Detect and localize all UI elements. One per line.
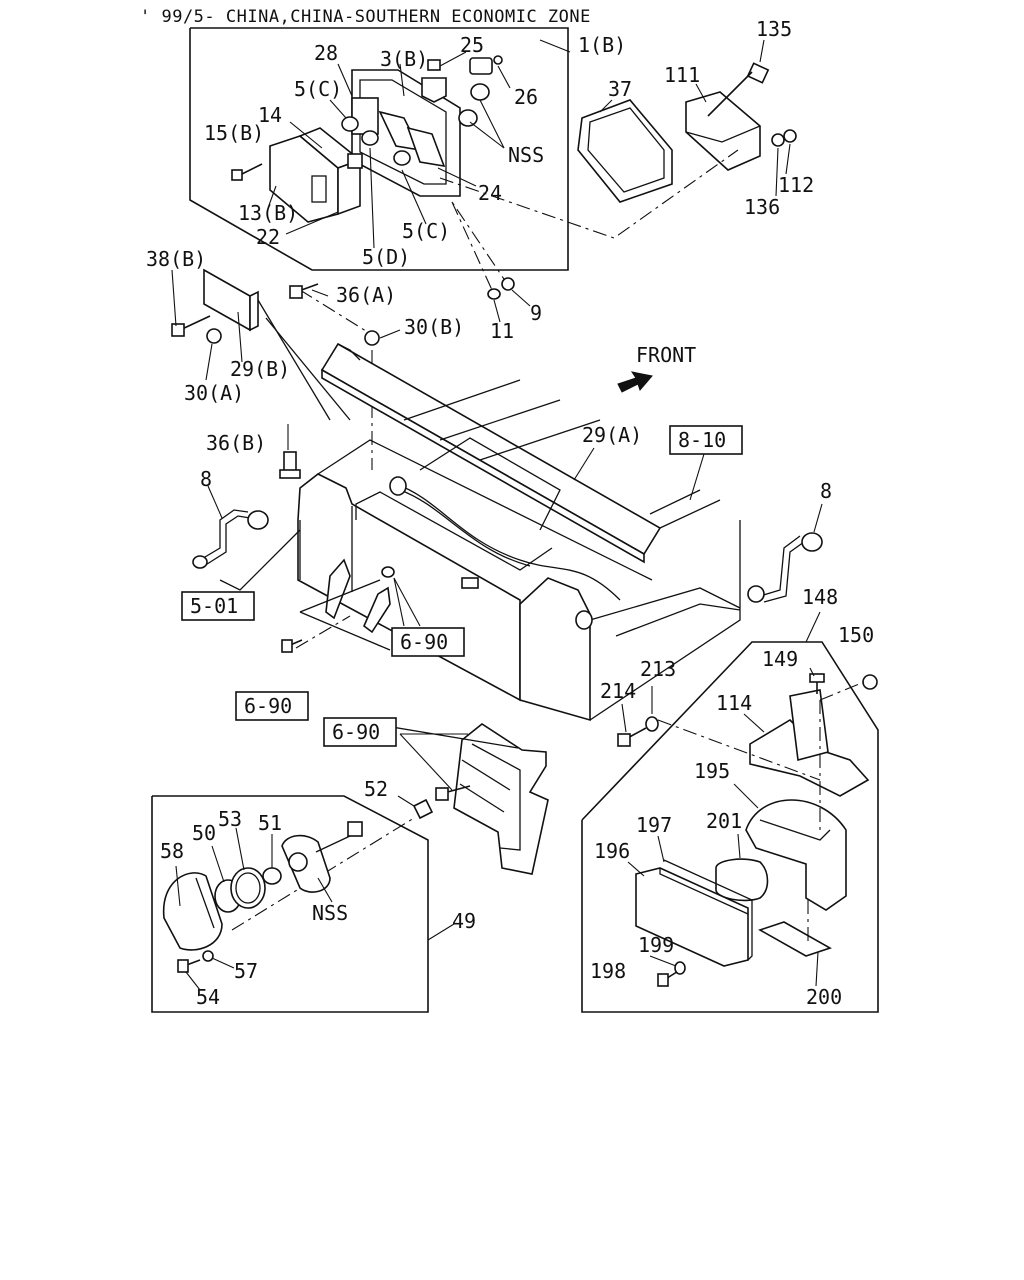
bolt-36b bbox=[279, 424, 301, 479]
label-11: 11 bbox=[490, 319, 514, 343]
front-arrow-icon bbox=[617, 371, 653, 393]
label-22: 22 bbox=[256, 225, 280, 249]
label-5c-upper: 5(C) bbox=[294, 77, 342, 101]
bracket-111 bbox=[685, 39, 797, 197]
ref-box-6-90-a: 6-90 bbox=[391, 627, 465, 657]
nut-30a bbox=[206, 328, 222, 344]
label-149: 149 bbox=[762, 647, 798, 671]
label-51: 51 bbox=[258, 811, 282, 835]
lamp-assembly-148 bbox=[617, 667, 878, 987]
ref-box-6-90-b: 6-90 bbox=[235, 691, 309, 721]
label-8-left: 8 bbox=[200, 467, 212, 491]
label-15b: 15(B) bbox=[204, 121, 264, 145]
label-114: 114 bbox=[716, 691, 752, 715]
label-30a: 30(A) bbox=[184, 381, 244, 405]
label-58: 58 bbox=[160, 839, 184, 863]
bolt-36a bbox=[289, 283, 319, 299]
ref-box-6-90-a-label: 6-90 bbox=[400, 630, 448, 654]
label-5d: 5(D) bbox=[362, 245, 410, 269]
ref-box-8-10-label: 8-10 bbox=[678, 428, 726, 452]
label-37: 37 bbox=[608, 77, 632, 101]
label-148: 148 bbox=[802, 585, 838, 609]
bulb-5c bbox=[341, 116, 411, 166]
label-57: 57 bbox=[234, 959, 258, 983]
label-200: 200 bbox=[806, 985, 842, 1009]
label-201: 201 bbox=[706, 809, 742, 833]
label-24: 24 bbox=[478, 181, 502, 205]
screw-15b bbox=[231, 163, 263, 181]
ref-box-5-01-label: 5-01 bbox=[190, 594, 238, 618]
lamp-bracket-lower bbox=[349, 719, 549, 875]
label-214: 214 bbox=[600, 679, 636, 703]
label-150: 150 bbox=[838, 623, 874, 647]
label-112: 112 bbox=[778, 173, 814, 197]
label-5c-lower: 5(C) bbox=[402, 219, 450, 243]
label-136: 136 bbox=[744, 195, 780, 219]
label-50: 50 bbox=[192, 821, 216, 845]
part-labels: 135 1(B) 28 25 3(B) 26 5(C) 14 15(B) NSS… bbox=[146, 17, 874, 1009]
label-195: 195 bbox=[694, 759, 730, 783]
label-135: 135 bbox=[756, 17, 792, 41]
label-198: 198 bbox=[590, 959, 626, 983]
nut-30b bbox=[364, 330, 380, 346]
support-brackets-6-90 bbox=[281, 558, 421, 653]
switch-25 bbox=[421, 55, 503, 127]
label-28: 28 bbox=[314, 41, 338, 65]
label-29b: 29(B) bbox=[230, 357, 290, 381]
bolt-lower-bracket bbox=[435, 785, 471, 801]
label-199: 199 bbox=[638, 933, 674, 957]
ref-box-6-90-b-label: 6-90 bbox=[244, 694, 292, 718]
label-30b: 30(B) bbox=[404, 315, 464, 339]
harness-to-148 bbox=[615, 603, 741, 637]
label-29a: 29(A) bbox=[582, 423, 642, 447]
label-9: 9 bbox=[530, 301, 542, 325]
label-nss-top: NSS bbox=[508, 143, 544, 167]
bolt-38b bbox=[171, 315, 211, 337]
label-111: 111 bbox=[664, 63, 700, 87]
harness-8-left bbox=[192, 485, 301, 591]
group-box-1b bbox=[189, 27, 569, 271]
front-direction-indicator: FRONT bbox=[617, 343, 696, 393]
washer-11-nut-9 bbox=[487, 277, 531, 323]
ref-box-6-90-c: 6-90 bbox=[323, 717, 397, 747]
label-53: 53 bbox=[218, 807, 242, 831]
label-213: 213 bbox=[640, 657, 676, 681]
label-38b: 38(B) bbox=[146, 247, 206, 271]
label-36a: 36(A) bbox=[336, 283, 396, 307]
group-box-49 bbox=[151, 795, 429, 1013]
leader-lines-top bbox=[267, 39, 571, 249]
assembly-lines-top bbox=[299, 149, 739, 470]
label-26: 26 bbox=[514, 85, 538, 109]
harness-8-right bbox=[747, 503, 823, 603]
lamp-holder-13b bbox=[269, 127, 363, 223]
label-25: 25 bbox=[460, 33, 484, 57]
front-label: FRONT bbox=[636, 343, 696, 367]
ref-box-8-10: 8-10 bbox=[669, 425, 743, 501]
label-13b: 13(B) bbox=[238, 201, 298, 225]
ref-box-5-01: 5-01 bbox=[181, 591, 255, 621]
label-52: 52 bbox=[364, 777, 388, 801]
bracket-29a bbox=[320, 342, 662, 564]
label-nss-bottom: NSS bbox=[312, 901, 348, 925]
connector-52 bbox=[231, 795, 434, 931]
label-3b: 3(B) bbox=[380, 47, 428, 71]
lamp-lens-37 bbox=[577, 99, 673, 203]
mounting-plate-29b bbox=[171, 268, 401, 421]
lamp-assembly-49 bbox=[162, 821, 363, 991]
label-49: 49 bbox=[452, 909, 476, 933]
label-196: 196 bbox=[594, 839, 630, 863]
label-8-right: 8 bbox=[820, 479, 832, 503]
label-54: 54 bbox=[196, 985, 220, 1009]
label-36b: 36(B) bbox=[206, 431, 266, 455]
bolt-6-90 bbox=[281, 639, 303, 653]
group-box-148 bbox=[581, 641, 879, 1013]
label-197: 197 bbox=[636, 813, 672, 837]
label-1b: 1(B) bbox=[578, 33, 626, 57]
ref-box-6-90-c-label: 6-90 bbox=[332, 720, 380, 744]
label-14: 14 bbox=[258, 103, 282, 127]
diagram-title: ' 99/5- CHINA,CHINA-SOUTHERN ECONOMIC ZO… bbox=[140, 7, 591, 27]
